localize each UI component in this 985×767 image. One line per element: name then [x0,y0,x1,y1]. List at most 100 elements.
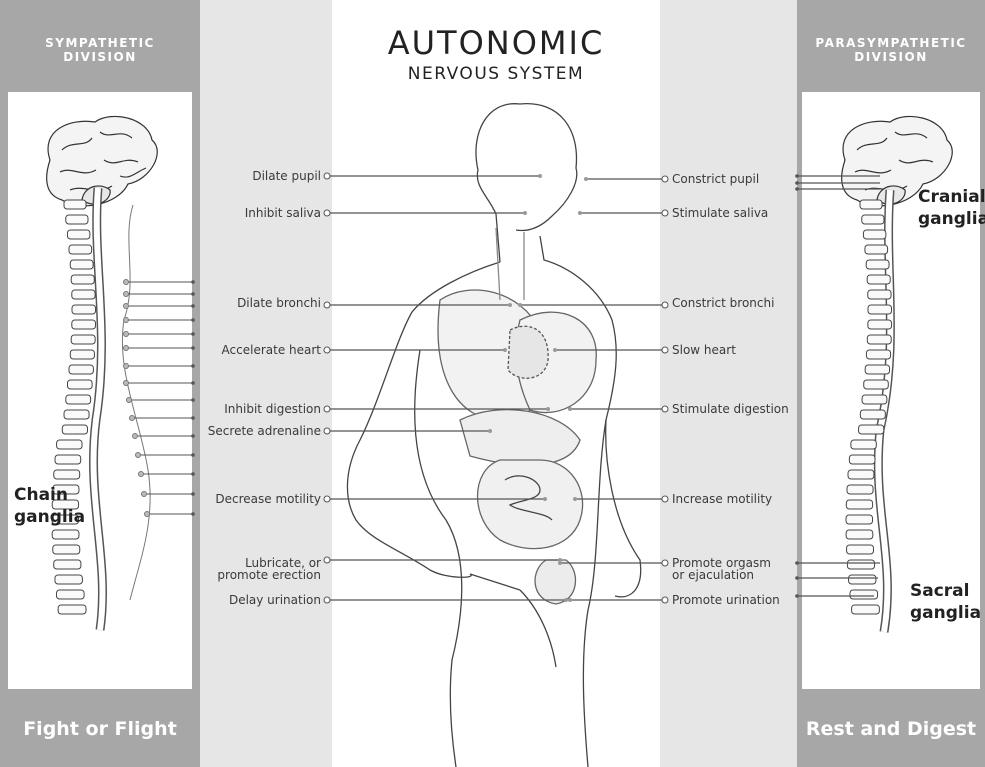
parasympathetic-effect-label: Constrict bronchi [672,297,774,309]
chain-fiber-end [191,381,195,385]
vertebra [850,590,878,599]
sympathetic-connector-node [324,406,330,412]
vertebra [862,395,887,404]
organ-target-dot [518,303,522,307]
chain-ganglion [142,492,147,497]
vertebra [851,440,876,449]
organ-target-dot [508,303,512,307]
organ-target-dot [503,348,507,352]
vertebra [849,455,875,464]
vertebra [864,380,889,389]
sacral-ganglia-line1: Sacral [910,580,981,602]
vertebra [847,560,874,569]
parasympathetic-effect-label: Stimulate saliva [672,207,768,219]
organ-target-dot [564,598,568,602]
chain-ganglion [124,381,129,386]
vertebra [846,515,873,524]
sympathetic-connector-node [324,347,330,353]
parasympathetic-connector-node [662,560,668,566]
vertebra [71,275,94,284]
chain-ganglion [124,280,129,285]
chain-nodes [124,280,195,517]
sacral-fiber-end [795,576,799,580]
parasympathetic-effect-label: Promote orgasm or ejaculation [672,557,771,581]
sacral-ganglia-line2: ganglia [910,602,981,624]
vertebra [868,305,892,314]
chain-fiber-end [191,434,195,438]
vertebra [55,575,82,584]
sympathetic-effect-label: Decrease motility [215,493,321,505]
vertebra [66,395,91,404]
vertebra [70,260,93,269]
vertebra [72,320,96,329]
chain-ganglion [124,304,129,309]
chain-fiber-end [191,364,195,368]
chain-fiber-end [191,292,195,296]
sympathetic-effect-label: Inhibit saliva [245,207,321,219]
chain-ganglion [124,318,129,323]
sacral-fiber-end [795,594,799,598]
sympathetic-connector-node [324,496,330,502]
parasympathetic-effect-label: Stimulate digestion [672,403,789,415]
vertebra [53,545,80,554]
organ-target-dot [568,407,572,411]
vertebra [847,545,874,554]
effect-connectors [324,173,880,603]
vertebra [54,470,80,479]
vertebra [56,590,84,599]
organ-target-dot [553,348,557,352]
cranial-ganglia-label: Cranial ganglia [918,186,985,230]
sympathetic-effect-line2: promote erection [217,569,321,581]
sympathetic-connector-node [324,428,330,434]
organ-target-dot [538,174,542,178]
sympathetic-effect-label: Accelerate heart [222,344,321,356]
vertebra [852,605,880,614]
parasympathetic-connector-node [662,406,668,412]
cranial-ganglia-line1: Cranial [918,186,985,208]
sympathetic-effect-label: Delay urination [229,594,321,606]
chain-fiber-end [191,318,195,322]
vertebra [67,230,89,239]
chain-ganglion [139,472,144,477]
chain-ganglion [130,416,135,421]
organ-target-dot [573,497,577,501]
vertebra [54,560,81,569]
chain-ganglion [124,364,129,369]
sympathetic-connector-node [324,302,330,308]
vertebra [846,530,873,539]
vertebra [62,425,87,434]
chain-ganglion [124,292,129,297]
sympathetic-connector-node [324,557,330,563]
vertebra [69,245,92,254]
sympathetic-connector-node [324,210,330,216]
parasympathetic-effect-label: Slow heart [672,344,736,356]
vertebra [865,245,888,254]
vertebra [849,575,876,584]
vertebra [868,320,892,329]
parasympathetic-connector-node [662,176,668,182]
parasympathetic-connector-node [662,210,668,216]
vertebra [868,290,891,299]
organ-target-dot [568,598,572,602]
chain-fiber-end [191,280,195,284]
organ-target-dot [543,497,547,501]
chain-ganglion [127,398,132,403]
chain-ganglia-label: Chain ganglia [14,484,85,528]
organ-target-dot [558,561,562,565]
vertebra [847,485,873,494]
chain-ganglion [124,346,129,351]
cranial-fiber-end [795,187,799,191]
chain-fiber-end [191,398,195,402]
chain-fiber-end [191,416,195,420]
vertebra [865,365,889,374]
organ-target-dot [584,177,588,181]
chain-ganglion [136,453,141,458]
organ-target-dot [578,211,582,215]
parasympathetic-connector-node [662,347,668,353]
organ-target-dot [523,211,527,215]
vertebra [67,380,92,389]
vertebra [859,425,884,434]
sympathetic-effect-label: Secrete adrenaline [208,425,321,437]
sacral-ganglia-label: Sacral ganglia [910,580,981,624]
